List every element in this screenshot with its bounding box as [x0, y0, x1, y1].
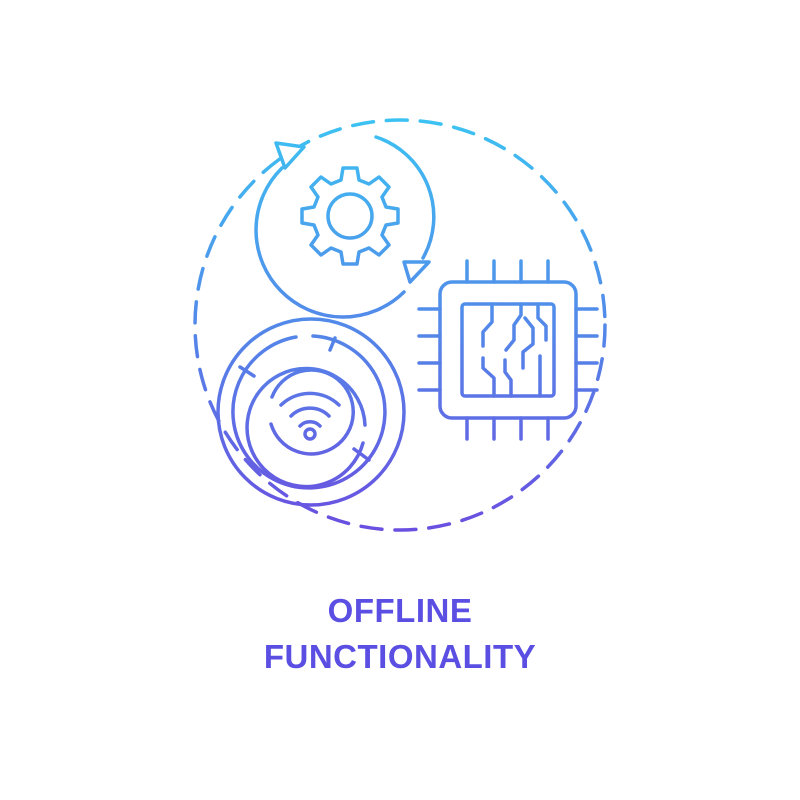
caption-line-2: FUNCTIONALITY	[263, 638, 537, 675]
caption-title: OFFLINE FUNCTIONALITY	[0, 588, 800, 680]
dashed-circle	[193, 118, 607, 532]
caption-line-1: OFFLINE	[327, 592, 473, 629]
wifi-icon	[279, 391, 341, 441]
maze-icon	[216, 317, 406, 507]
circular-arrows-icon	[254, 135, 436, 319]
gear-icon	[300, 166, 400, 266]
microchip-icon	[417, 259, 599, 441]
